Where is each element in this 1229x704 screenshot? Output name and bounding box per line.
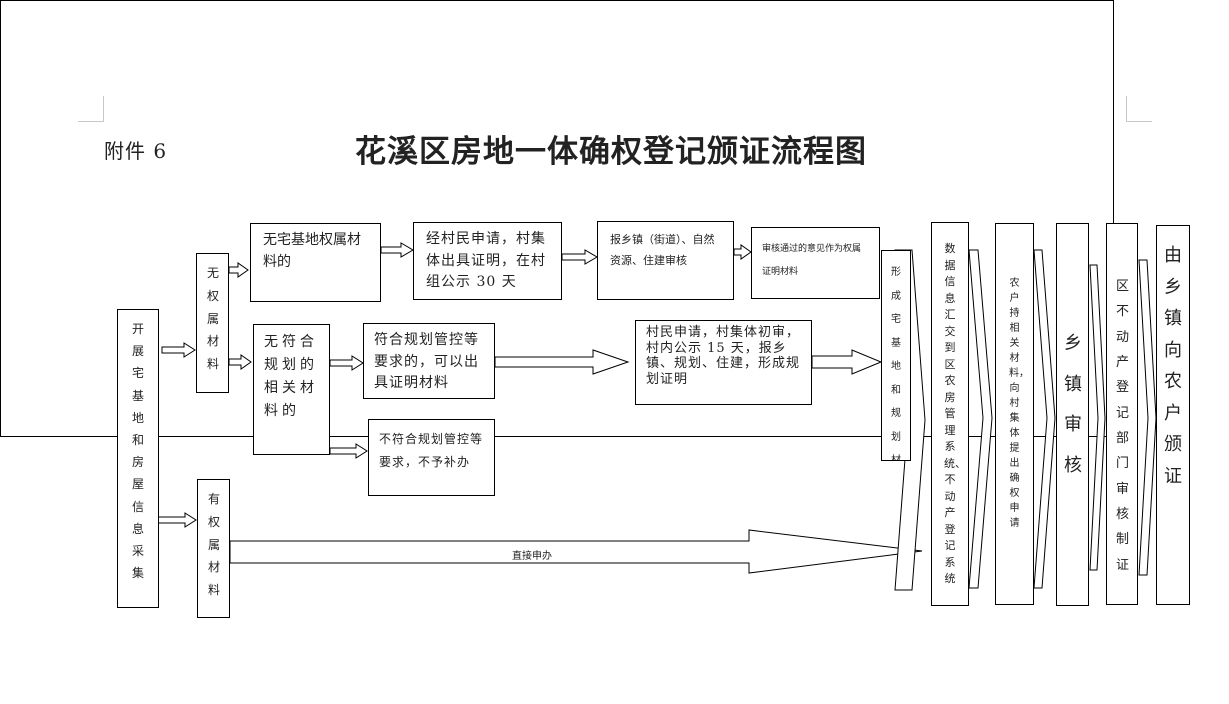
flowchart-frame xyxy=(0,0,1114,437)
arrow-to-issue-certificate xyxy=(1138,259,1157,576)
arrow-start-to-no-rights xyxy=(161,342,196,358)
attachment-label: 附件 6 xyxy=(104,139,168,163)
arrow-to-approved-opinion xyxy=(733,244,752,260)
node-no-homestead-rights: 无宅基地权属材料的 xyxy=(250,223,381,302)
node-issue-certificate: 由乡镇向农户颁证 xyxy=(1156,225,1190,605)
node-farmer-apply: 农户持相关材料，向村集体提出确权申请 xyxy=(995,223,1034,605)
arrow-direct-apply xyxy=(229,529,923,574)
crop-mark-top-right xyxy=(1126,96,1127,122)
node-meets-planning: 符合规划管控等要求的，可以出具证明材料 xyxy=(363,323,495,399)
node-villager-apply: 村民申请，村集体初审，村内公示 15 天，报乡镇、规划、住建，形成规划证明 xyxy=(635,320,812,405)
arrow-to-village-cert xyxy=(380,242,414,258)
arrow-to-town-review xyxy=(561,249,598,265)
node-town-review: 报乡镇（街道）、自然资源、住建审核 xyxy=(597,221,734,300)
arrow-label-direct-apply: 直接申办 xyxy=(512,551,552,562)
arrow-to-no-planning xyxy=(228,354,252,370)
arrow-to-town-audit xyxy=(1033,249,1056,589)
arrow-to-district-registry xyxy=(1089,264,1106,571)
node-has-rights-materials: 有权属材料 xyxy=(197,479,230,618)
arrow-to-no-homestead xyxy=(228,262,249,278)
crop-mark-top-left-h xyxy=(78,121,104,122)
node-form-homestead-planning: 形成宅基地和规划材 xyxy=(881,250,911,461)
arrow-start-to-has-rights xyxy=(156,512,197,528)
arrow-to-farmer-apply xyxy=(968,249,993,589)
crop-mark-top-left xyxy=(103,96,104,122)
node-data-summary: 数据信息汇交到区农房管理系统、不动产登记系统 xyxy=(931,222,969,606)
node-approved-opinion: 审核通过的意见作为权属证明材料 xyxy=(751,227,880,299)
page-title: 花溪区房地一体确权登记颁证流程图 xyxy=(355,134,867,170)
crop-mark-top-right-h xyxy=(1126,121,1152,122)
arrow-to-not-meets-planning xyxy=(329,443,368,459)
arrow-to-form-planning xyxy=(811,349,883,375)
node-not-meets-planning: 不符合规划管控等要求，不予补办 xyxy=(368,419,495,496)
node-start: 开展宅基地和房屋信息采集 xyxy=(117,309,159,608)
node-town-audit: 乡镇审核 xyxy=(1056,223,1089,606)
arrow-to-villager-apply xyxy=(494,349,630,375)
arrow-to-meets-planning xyxy=(329,355,364,371)
node-village-certificate: 经村民申请，村集体出具证明，在村组公示 30 天 xyxy=(413,222,562,300)
node-district-registry: 区不动产登记部门审核制证 xyxy=(1106,223,1138,605)
node-no-rights-materials: 无权属材料 xyxy=(196,253,229,393)
node-no-planning-docs: 无符合规划的相关材料的 xyxy=(253,324,330,455)
